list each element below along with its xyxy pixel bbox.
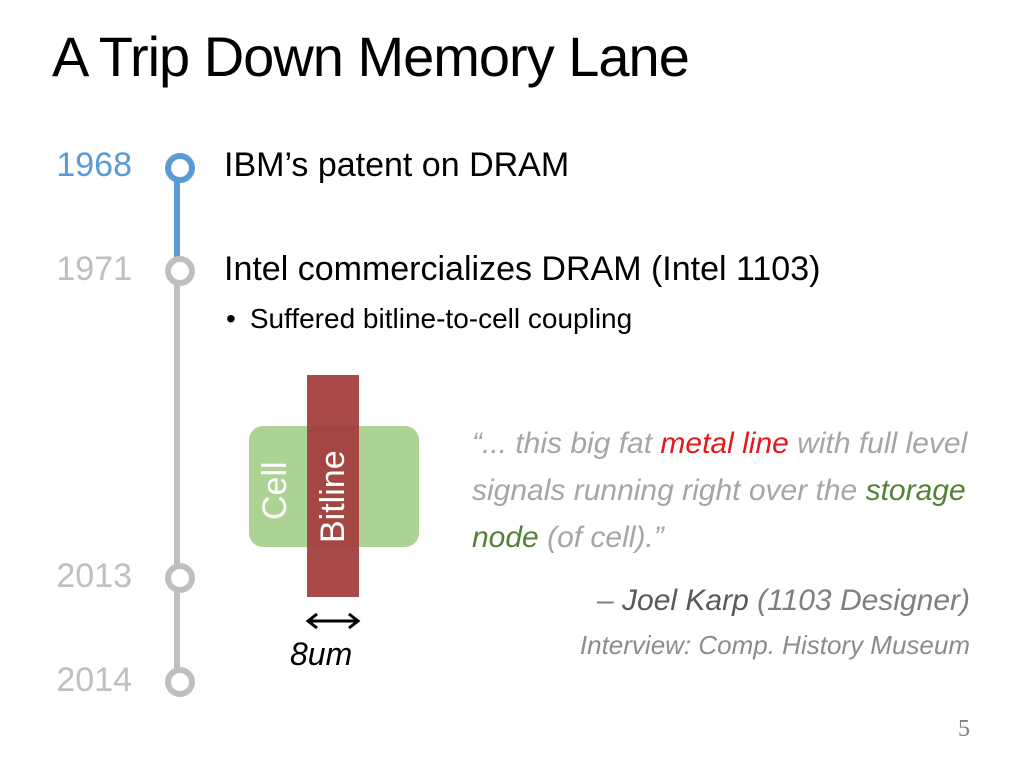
timeline-event-1971: Intel commercializes DRAM (Intel 1103) xyxy=(224,250,821,288)
timeline-dot-1971 xyxy=(165,256,195,286)
timeline-year-1968: 1968 xyxy=(56,146,132,184)
timeline-year-1971: 1971 xyxy=(56,250,132,288)
bullet-dot: • xyxy=(226,303,236,334)
cell-label: Cell xyxy=(256,461,294,520)
quote-part2: with full level signals running right ov… xyxy=(472,427,968,507)
bitline-label: Bitline xyxy=(314,450,352,543)
timeline-dot-2013 xyxy=(165,563,195,593)
slide-title: A Trip Down Memory Lane xyxy=(52,25,690,88)
width-label: 8um xyxy=(290,636,353,672)
quote-part3: (of cell).” xyxy=(538,521,664,554)
quote-author-role: (1103 Designer) xyxy=(748,584,970,617)
quote-part1: “... this big fat xyxy=(472,427,661,460)
timeline-event-1968: IBM’s patent on DRAM xyxy=(224,146,570,184)
quote-author: Joel Karp xyxy=(622,584,749,617)
bullet-item: • Suffered bitline-to-cell coupling xyxy=(226,303,632,335)
bullet-text: Suffered bitline-to-cell coupling xyxy=(249,303,633,334)
quote-highlight-storage-node: storage node xyxy=(472,474,966,554)
timeline-year-2014: 2014 xyxy=(56,661,132,699)
timeline-line-active xyxy=(174,168,180,268)
timeline-line xyxy=(174,268,180,680)
page-number: 5 xyxy=(958,716,970,742)
width-arrow-icon xyxy=(305,612,361,630)
quote-highlight-metal-line: metal line xyxy=(660,427,789,460)
quote-attribution: – Joel Karp (1103 Designer) xyxy=(597,584,970,618)
bitline-bar xyxy=(307,375,359,597)
attribution-dash: – xyxy=(596,584,623,617)
timeline-dot-1968 xyxy=(165,153,195,183)
timeline-year-2013: 2013 xyxy=(56,557,132,595)
quote-text: “... this big fat metal line with full l… xyxy=(472,420,992,561)
quote-source: Interview: Comp. History Museum xyxy=(579,630,970,660)
timeline-dot-2014 xyxy=(165,667,195,697)
